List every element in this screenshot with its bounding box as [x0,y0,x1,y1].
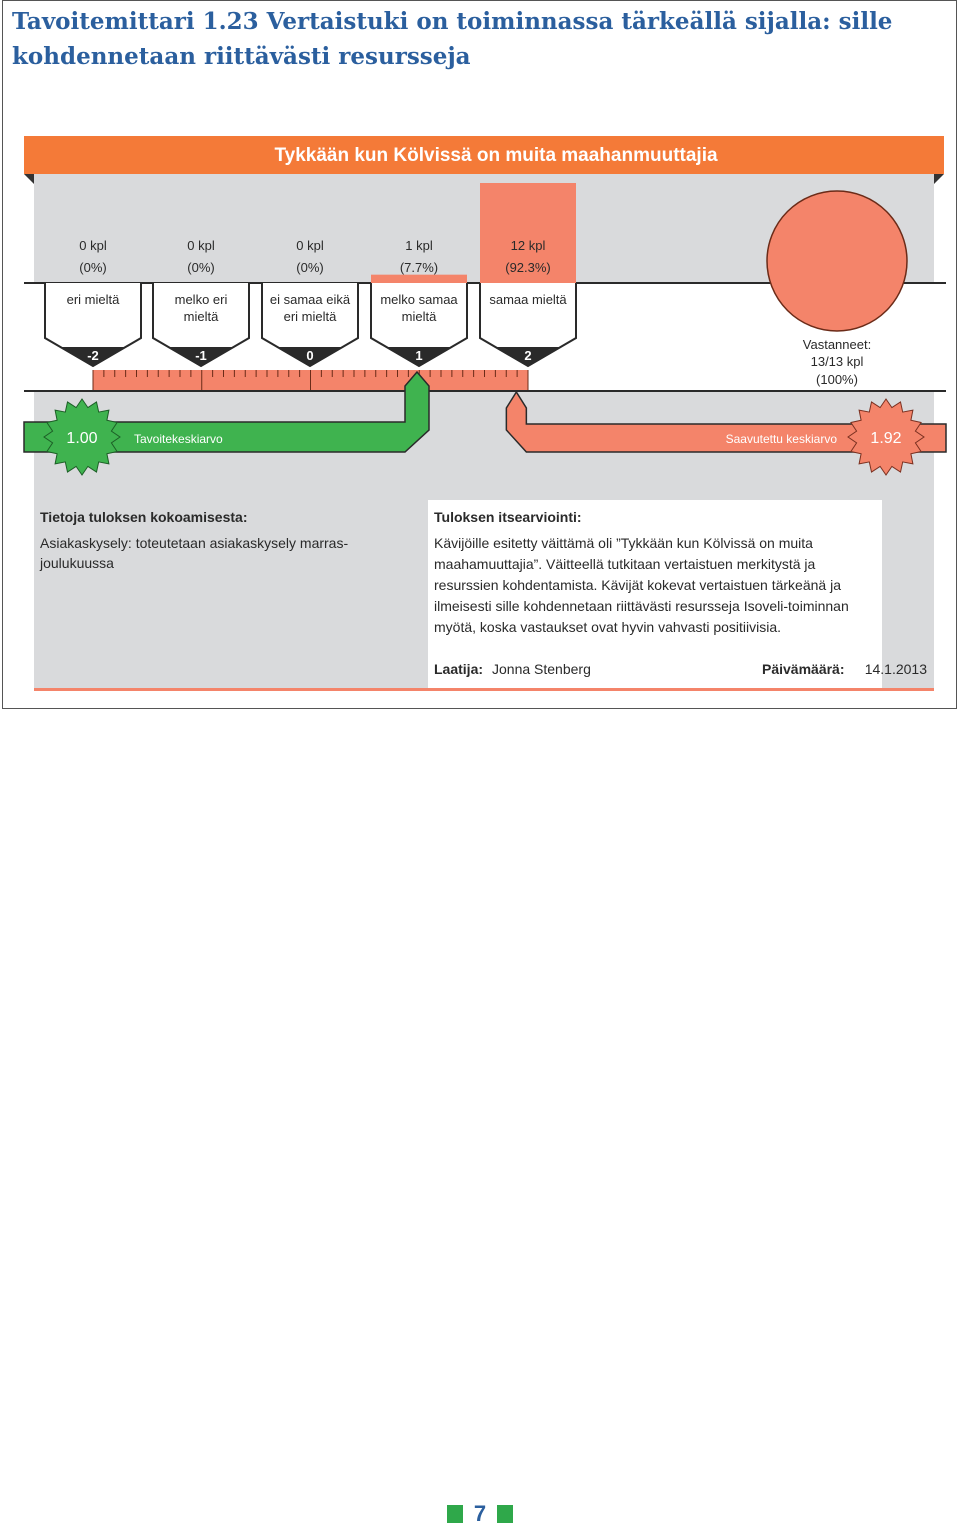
assessment-title: Tuloksen itsearviointi: [434,509,582,525]
category-label-4-0: samaa mieltä [489,292,567,307]
title-band [24,136,944,174]
score-label-1: -1 [195,348,207,363]
footer-square-left-icon [447,1505,463,1523]
achieved-starburst [847,398,925,476]
category-label-0-0: eri mieltä [67,292,121,307]
count-label-4: 12 kpl [511,238,546,253]
percent-label-3: (7.7%) [400,260,438,275]
assessment-line-3: ilmeisesti sille kohdennetaan riittäväst… [434,598,849,614]
date-label: Päivämäärä: [762,661,845,677]
target-value: 1.00 [66,430,97,447]
percent-label-0: (0%) [79,260,106,275]
author-name: Jonna Stenberg [492,661,591,677]
percent-label-1: (0%) [187,260,214,275]
assessment-line-2: resurssien kohdentamista. Kävijät kokeva… [434,577,841,593]
percent-label-4: (92.3%) [505,260,551,275]
bin-tip-0 [59,347,127,367]
count-label-0: 0 kpl [79,238,107,253]
assessment-line-4: myötä, koska vastaukset ovat hyvin vahva… [434,619,781,635]
respondents-label: Vastanneet: [803,337,871,352]
bar-4 [480,183,576,283]
page-number: 7 [473,1501,487,1526]
target-label: Tavoitekeskiarvo [134,432,223,446]
collection-title: Tietoja tuloksen kokoamisesta: [40,509,247,525]
category-label-2-0: ei samaa eikä [270,292,351,307]
achieved-arrow [505,390,947,453]
collection-line-0: Asiakaskysely: toteutetaan asiakaskysely… [40,535,348,551]
bin-tip-4 [494,347,562,367]
target-arrow [23,370,430,453]
category-label-3-1: mieltä [402,309,437,324]
score-label-2: 0 [306,348,313,363]
score-label-4: 2 [524,348,531,363]
score-label-3: 1 [415,348,422,363]
count-label-3: 1 kpl [405,238,433,253]
target-starburst [43,398,121,476]
date-value: 14.1.2013 [865,661,927,677]
bar-3 [371,274,467,283]
assessment-line-0: Kävijöille esitetty väittämä oli ”Tykkää… [434,535,813,551]
author-label: Laatija: [434,661,483,677]
category-label-2-1: eri mieltä [284,309,338,324]
page-footer: 7 [0,1500,960,1530]
assessment-line-1: maahamuuttajia”. Väitteellä tutkitaan ve… [434,556,816,572]
chart-title: Tykkään kun Kölvissä on muita maahanmuut… [274,145,718,166]
percent-label-2: (0%) [296,260,323,275]
category-label-3-0: melko samaa [380,292,458,307]
page-heading: Tavoitemittari 1.23 Vertaistuki on toimi… [12,8,893,70]
count-label-2: 0 kpl [296,238,324,253]
assessment-box [428,500,882,690]
collection-line-1: joulukuussa [39,555,114,571]
indicator-chart: Tykkään kun Kölvissä on muita maahanmuut… [23,136,947,691]
footer-square-right-icon [497,1505,513,1523]
bottom-accent-line [34,688,934,691]
respondents-circle [766,190,908,332]
count-label-1: 0 kpl [187,238,215,253]
bin-tip-3 [385,347,453,367]
bin-tip-1 [167,347,235,367]
achieved-label: Saavutettu keskiarvo [726,432,838,446]
category-label-1-1: mieltä [184,309,219,324]
score-label-0: -2 [87,348,99,363]
bin-tip-2 [276,347,344,367]
respondents-percent: (100%) [816,372,858,387]
category-label-1-0: melko eri [175,292,228,307]
achieved-value: 1.92 [870,430,901,447]
respondents-count: 13/13 kpl [811,354,864,369]
